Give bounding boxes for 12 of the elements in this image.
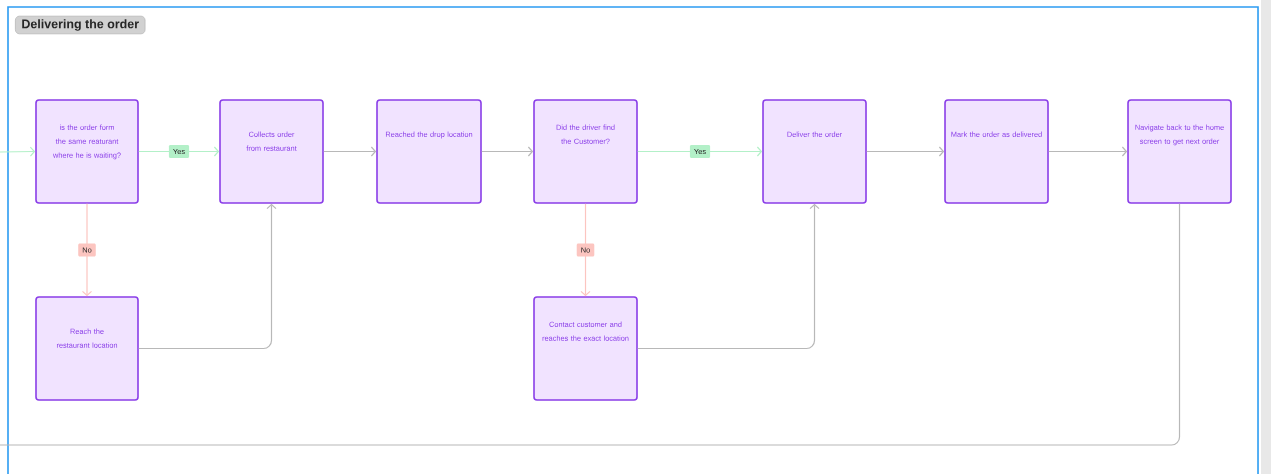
title-chip: Delivering the order	[15, 15, 146, 35]
arrow	[81, 203, 93, 297]
arrow	[580, 203, 591, 297]
arrow	[481, 146, 534, 157]
arrow	[323, 146, 377, 157]
arrow	[637, 146, 763, 157]
arrow	[138, 203, 277, 350]
arrow	[1048, 146, 1128, 157]
arrow	[637, 203, 820, 350]
arrow	[0, 146, 36, 157]
arrow	[138, 146, 220, 157]
arrow	[866, 146, 945, 157]
